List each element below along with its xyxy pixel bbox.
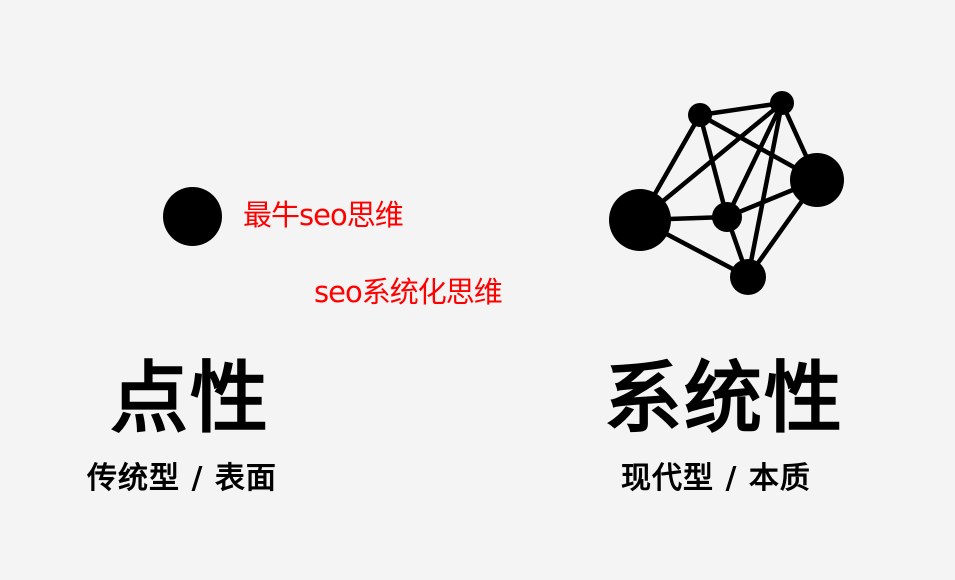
right-title: 系统性 (604, 354, 845, 444)
node-top-left (688, 103, 712, 127)
annotation-bottom-label: seo系统化思维 (314, 275, 503, 309)
single-dot-icon (163, 187, 222, 246)
node-bottom (730, 259, 766, 295)
node-middle (712, 202, 742, 232)
annotation-top-label: 最牛seo思维 (243, 198, 404, 232)
right-subtitle: 现代型 / 本质 (621, 461, 811, 496)
left-title: 点性 (110, 354, 271, 444)
node-top-right (770, 91, 794, 115)
network-nodes (609, 91, 844, 295)
node-left-big (609, 189, 671, 251)
left-subtitle: 传统型 / 表面 (87, 461, 277, 496)
network-edges (637, 100, 820, 280)
node-right-big (790, 153, 844, 207)
